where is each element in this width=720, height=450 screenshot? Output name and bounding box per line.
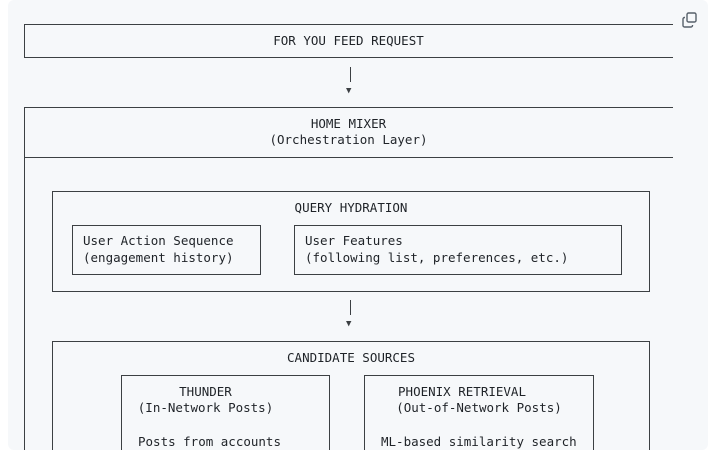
user-action-sequence-desc: (engagement history) [83,250,234,265]
phoenix-desc: ML-based similarity search [381,434,577,449]
thunder-title: THUNDER [179,384,232,399]
thunder-subtitle: (In-Network Posts) [137,400,274,415]
user-features-desc: (following list, preferences, etc.) [305,250,569,265]
thunder-desc: Posts from accounts [138,434,281,449]
copy-button[interactable] [680,10,700,30]
phoenix-title: PHOENIX RETRIEVAL [398,384,526,399]
copy-icon [682,12,697,28]
feed-request-title: FOR YOU FEED REQUEST [273,33,424,48]
query-hydration-title: QUERY HYDRATION [294,200,408,215]
user-features-label: User Features [305,233,403,248]
user-action-sequence-label: User Action Sequence [83,233,234,248]
phoenix-subtitle: (Out-of-Network Posts) [396,400,562,415]
home-mixer-title: HOME MIXER [310,116,387,131]
candidate-sources-title: CANDIDATE SOURCES [287,350,415,365]
home-mixer-subtitle: (Orchestration Layer) [269,132,428,147]
